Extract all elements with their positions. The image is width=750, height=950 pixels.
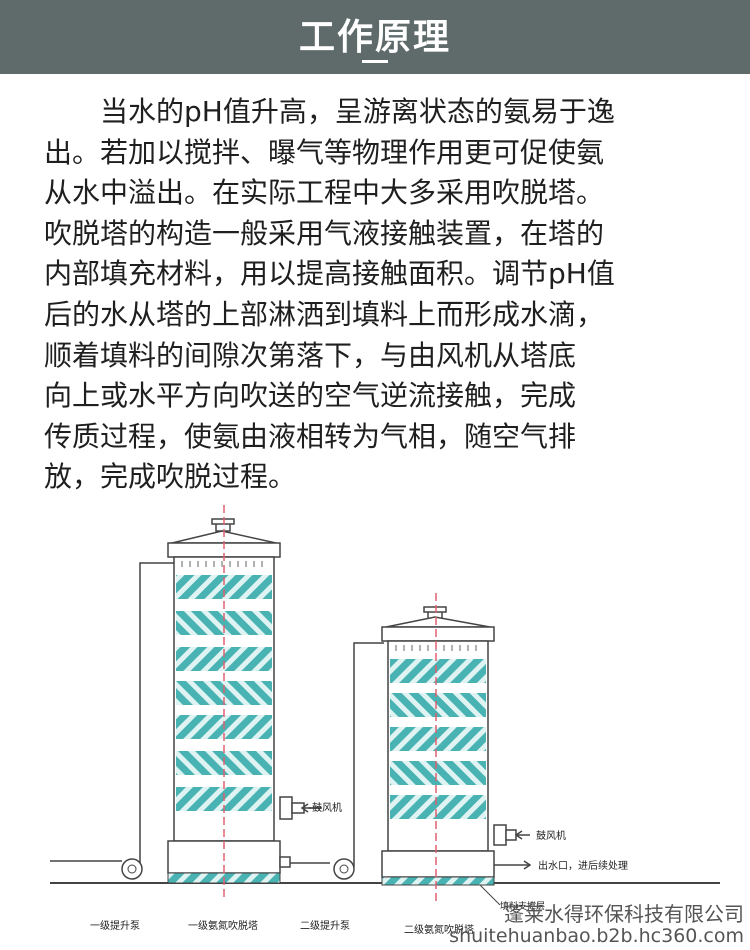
label-blower-1: 鼓风机 bbox=[312, 801, 342, 814]
header-banner: 工作原理 bbox=[0, 0, 750, 74]
watermark-url: shuitehuanbao.b2b.hc360.com bbox=[449, 925, 744, 947]
label-tower-2: 二级氨氮吹脱塔 bbox=[404, 923, 474, 936]
label-blower-2: 鼓风机 bbox=[536, 829, 566, 842]
watermark-company: 蓬莱水得环保科技有限公司 bbox=[504, 902, 744, 926]
tower-2 bbox=[381, 593, 532, 906]
description-line: 向上或水平方向吹送的空气逆流接触，完成 bbox=[44, 379, 577, 413]
description-line: 出。若加以搅拌、曝气等物理作用更可促使氨 bbox=[44, 135, 605, 169]
stripping-tower-diagram: 鼓风机 鼓风机 出水口，进后续处理 填料支撑层 一级提升泵 一级氨氮吹脱塔 二级… bbox=[0, 505, 750, 950]
description-line: 从水中溢出。在实际工程中大多采用吹脱塔。 bbox=[44, 176, 605, 210]
description-line: 内部填充材料，用以提高接触面积。调节pH值 bbox=[44, 257, 615, 291]
pump-1 bbox=[50, 562, 174, 880]
description-line: 传质过程，使氨由液相转为气相，随空气排 bbox=[44, 419, 577, 453]
label-pump-1: 一级提升泵 bbox=[90, 920, 140, 932]
description-line: 吹脱塔的构造一般采用气液接触装置，在塔的 bbox=[44, 216, 605, 250]
label-support: 填料支撑层 bbox=[500, 900, 545, 912]
description-line: 放，完成吹脱过程。 bbox=[44, 460, 297, 494]
description-line: 后的水从塔的上部淋洒到填料上而形成水滴， bbox=[44, 297, 605, 331]
page-title: 工作原理 bbox=[298, 17, 451, 58]
label-outlet: 出水口，进后续处理 bbox=[538, 859, 628, 872]
description-text: 当水的pH值升高，呈游离状态的氨易于逸 出。若加以搅拌、曝气等物理作用更可促使氨… bbox=[44, 92, 714, 498]
pump-2 bbox=[290, 642, 384, 880]
label-tower-1: 一级氨氮吹脱塔 bbox=[188, 919, 258, 932]
tower-1 bbox=[167, 505, 322, 897]
company-watermark: 蓬莱水得环保科技有限公司 shuitehuanbao.b2b.hc360.com bbox=[449, 903, 744, 947]
title-underline bbox=[362, 60, 388, 63]
description-line: 当水的pH值升高，呈游离状态的氨易于逸 bbox=[100, 95, 615, 128]
label-pump-2: 二级提升泵 bbox=[300, 920, 350, 932]
description-line: 顺着填料的间隙次第落下，与由风机从塔底 bbox=[44, 338, 577, 372]
